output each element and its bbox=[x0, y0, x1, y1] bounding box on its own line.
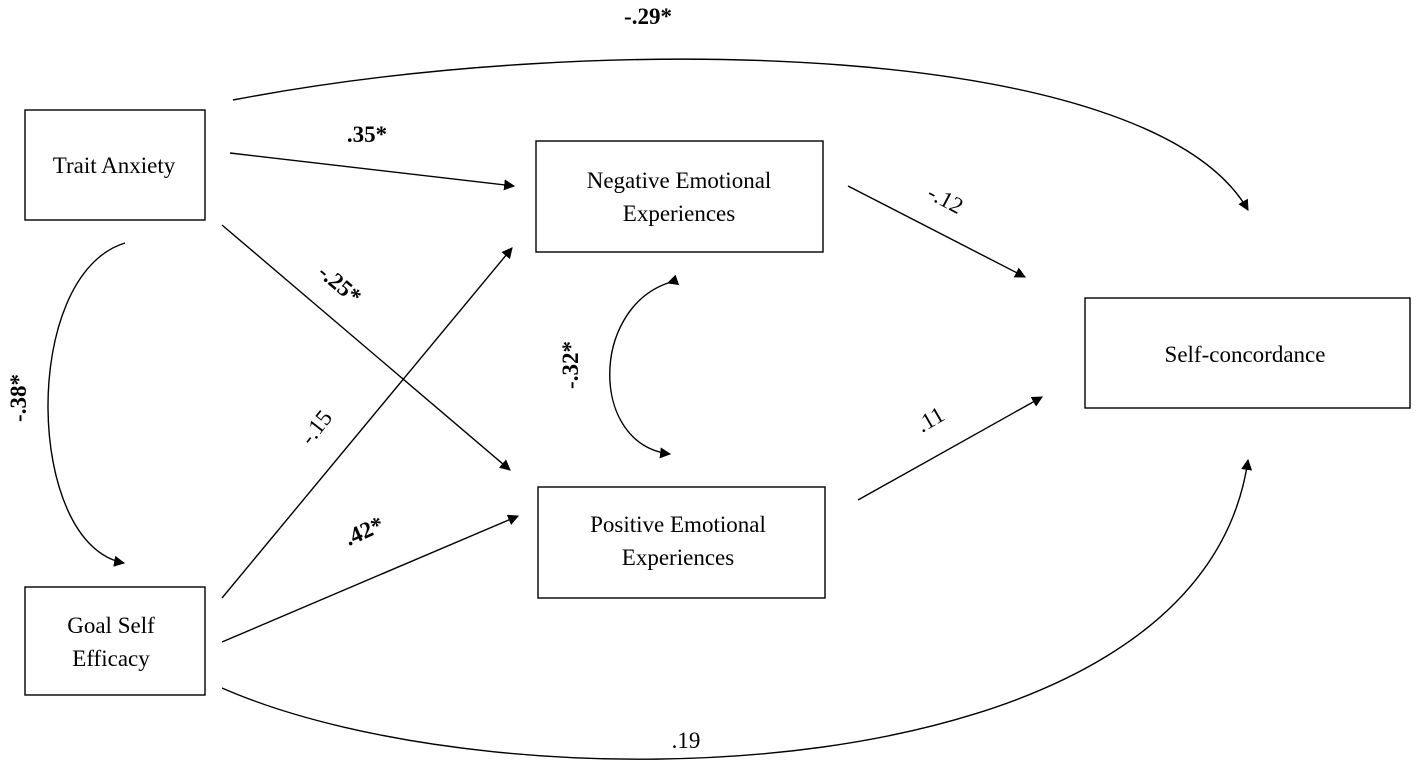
coef-neg-pos-correlation: -.32* bbox=[558, 341, 583, 389]
positive-emotional-label-line2: Experiences bbox=[622, 545, 734, 570]
negative-emotional-label-line2: Experiences bbox=[623, 201, 735, 226]
coef-goal-to-negative: -.15 bbox=[295, 405, 337, 449]
path-goal-to-positive bbox=[221, 514, 520, 643]
paths bbox=[47, 58, 1253, 760]
self-concordance-label: Self-concordance bbox=[1165, 342, 1326, 367]
path-goal-to-negative bbox=[221, 247, 513, 599]
coef-goal-to-positive: .42* bbox=[340, 512, 387, 551]
path-trait-to-self bbox=[232, 58, 1249, 211]
node-trait-anxiety: Trait Anxiety bbox=[24, 109, 206, 221]
trait-anxiety-label: Trait Anxiety bbox=[53, 153, 176, 178]
path-positive-to-self bbox=[857, 396, 1043, 501]
corr-negative-positive bbox=[609, 274, 680, 459]
goal-self-efficacy-label-line1: Goal Self bbox=[67, 613, 155, 638]
node-goal-self-efficacy: Goal Self Efficacy bbox=[24, 586, 206, 696]
node-positive-emotional: Positive Emotional Experiences bbox=[537, 486, 826, 599]
node-negative-emotional: Negative Emotional Experiences bbox=[535, 140, 824, 253]
coef-trait-to-negative: .35* bbox=[347, 122, 387, 147]
coef-goal-to-self: .19 bbox=[672, 728, 701, 753]
coef-trait-to-self: -.29* bbox=[624, 4, 672, 29]
corr-trait-goal bbox=[47, 242, 126, 567]
goal-self-efficacy-label-line2: Efficacy bbox=[72, 646, 150, 671]
path-trait-to-negative bbox=[229, 152, 516, 191]
path-trait-to-positive bbox=[221, 224, 511, 471]
positive-emotional-label-line1: Positive Emotional bbox=[590, 512, 766, 537]
coef-trait-goal-correlation: -.38* bbox=[6, 374, 31, 422]
node-self-concordance: Self-concordance bbox=[1084, 297, 1411, 409]
coef-negative-to-self: -.12 bbox=[924, 180, 968, 219]
path-negative-to-self bbox=[847, 185, 1026, 278]
coef-positive-to-self: .11 bbox=[912, 402, 949, 438]
coef-trait-to-positive: -.25* bbox=[313, 259, 366, 309]
path-goal-to-self bbox=[221, 458, 1253, 760]
negative-emotional-label-line1: Negative Emotional bbox=[587, 168, 772, 193]
